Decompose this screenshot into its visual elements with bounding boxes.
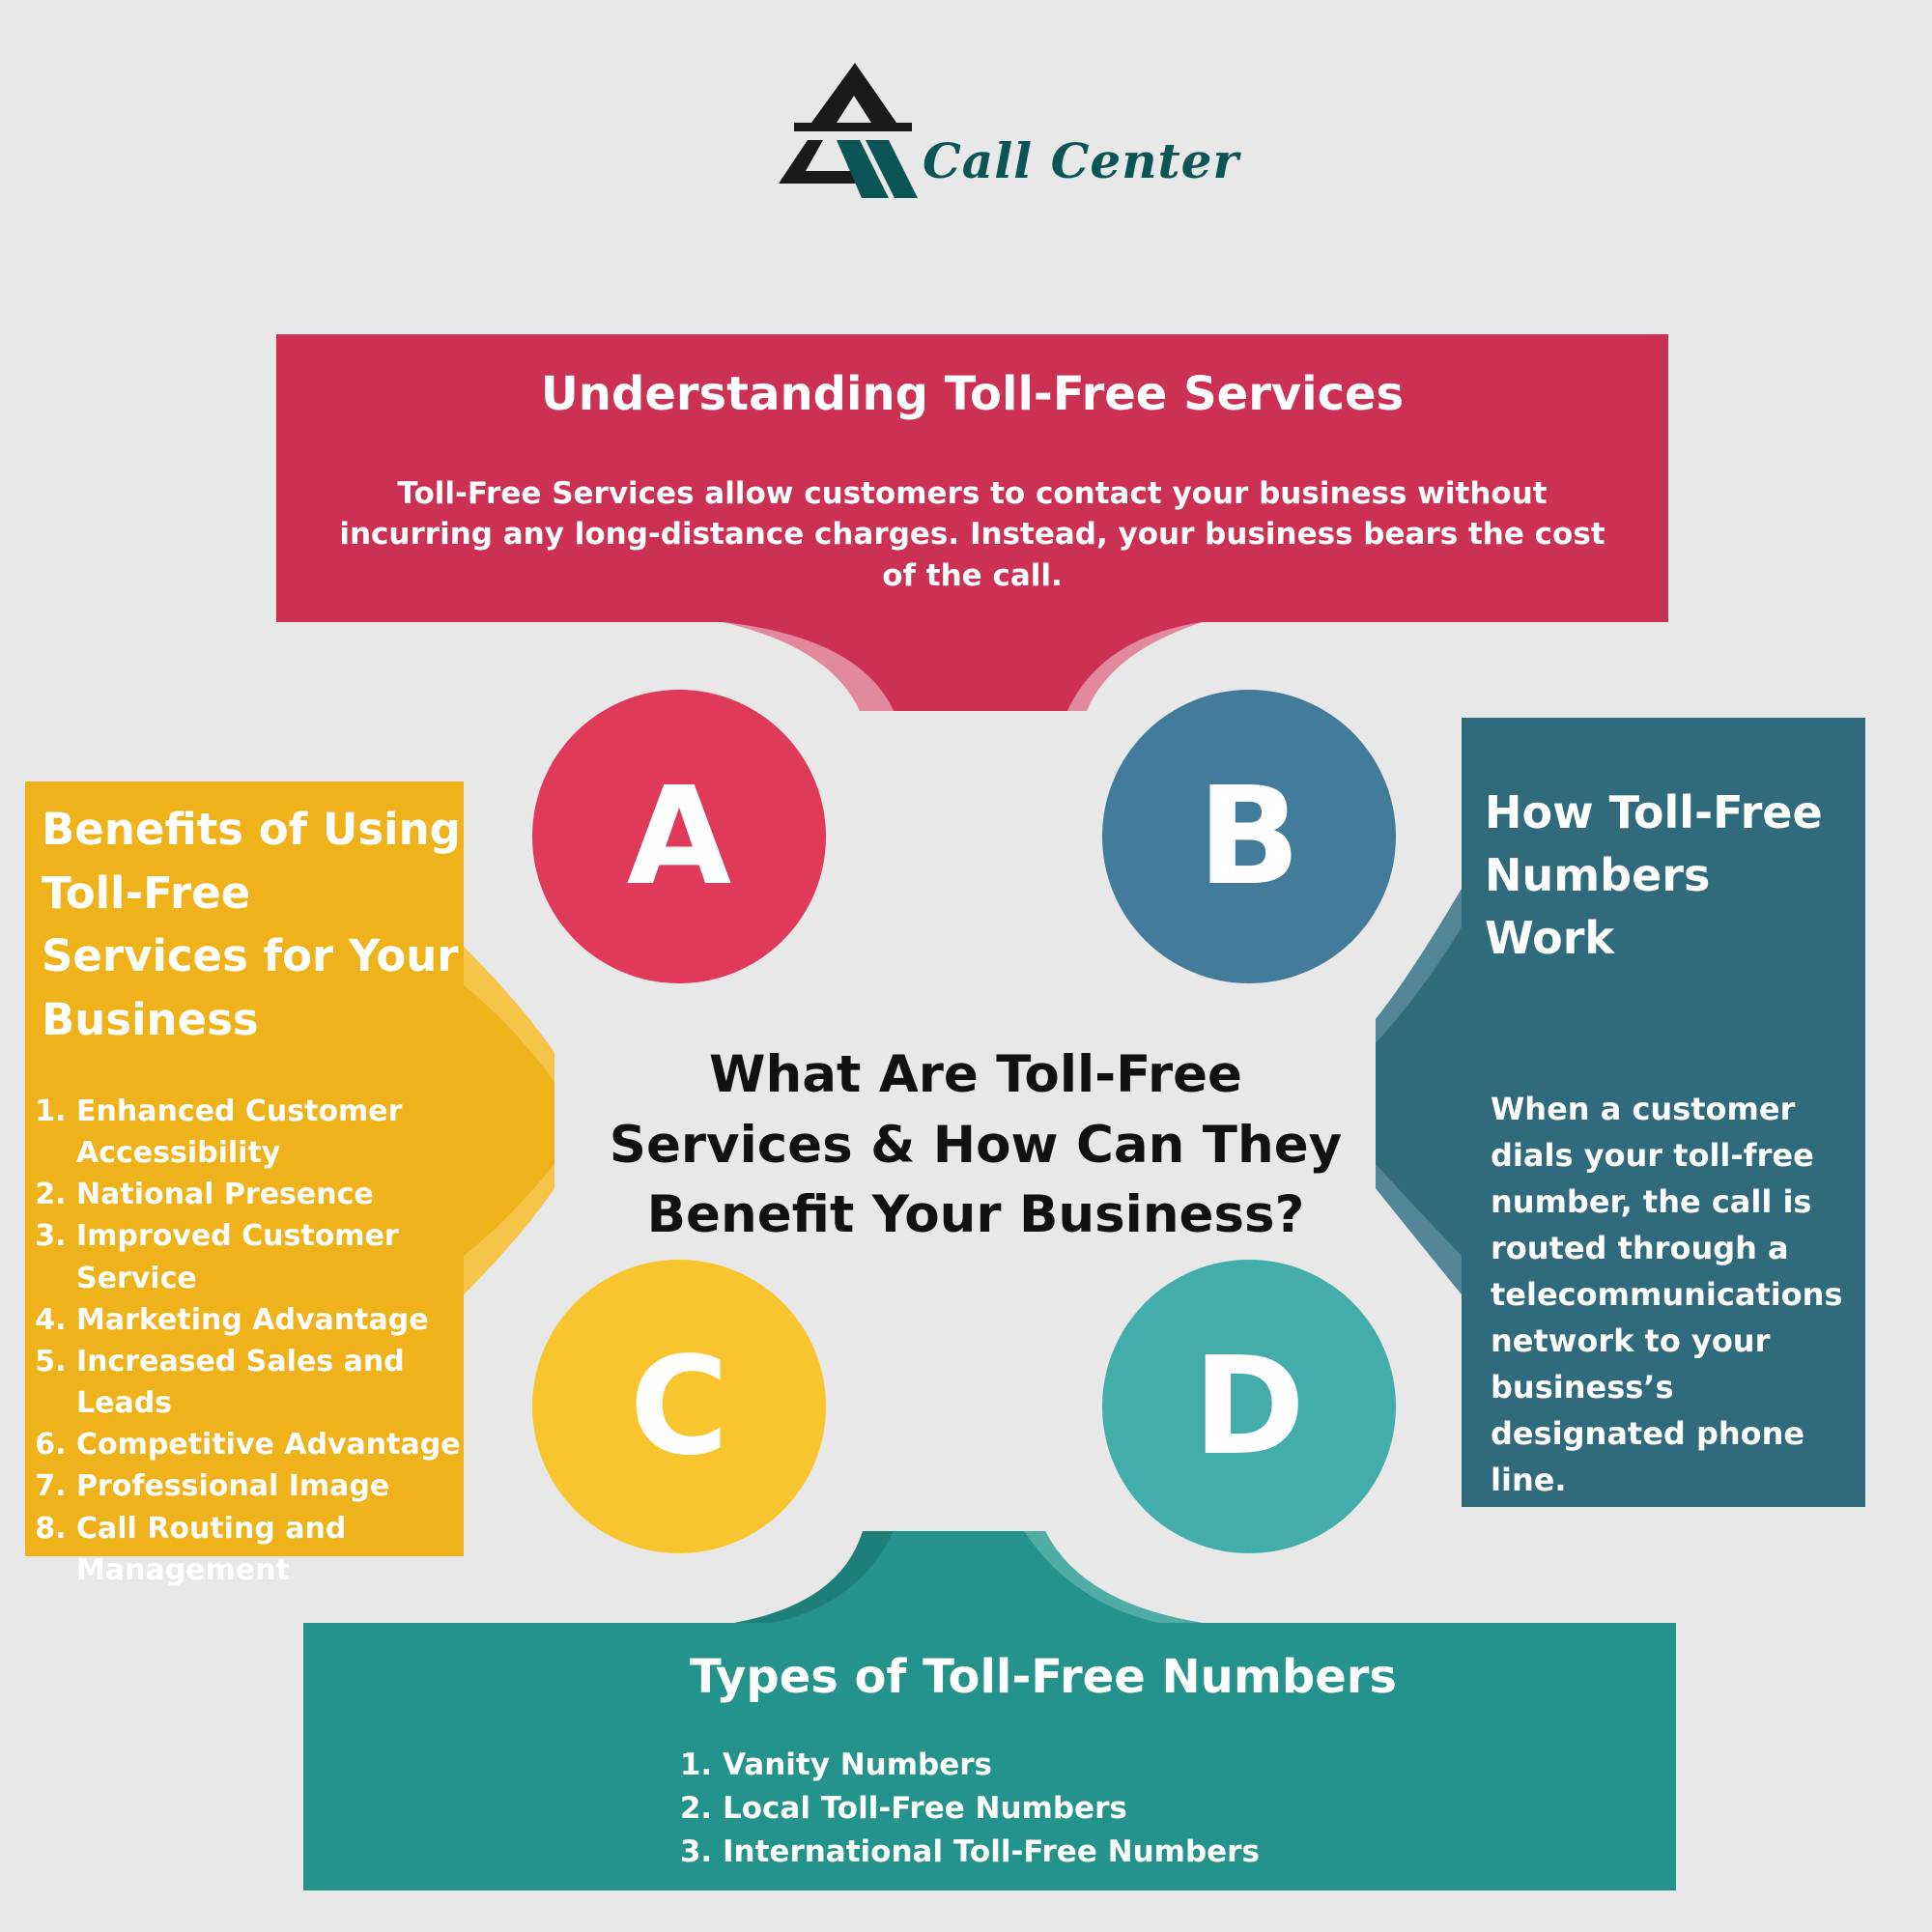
connector-left-sheen-upper [464, 947, 554, 1082]
circle-d: D [1102, 1260, 1396, 1553]
list-item: Local Toll-Free Numbers [723, 1787, 1676, 1831]
list-item: Professional Image [76, 1465, 464, 1507]
logo: Call Center [773, 63, 1238, 208]
list-item: Competitive Advantage [76, 1424, 464, 1465]
connector-left-sheen-lower [464, 1164, 554, 1294]
list-item: National Presence [76, 1174, 464, 1215]
section-benefits: Benefits of Using Toll-Free Services for… [25, 781, 464, 1587]
connector-top-sheen-right [1067, 622, 1203, 711]
list-item: Increased Sales and Leads [76, 1341, 464, 1424]
types-list: Vanity Numbers Local Toll-Free Numbers I… [690, 1744, 1676, 1874]
list-item: International Toll-Free Numbers [723, 1831, 1676, 1874]
section-understanding-text: Toll-Free Services allow customers to co… [339, 475, 1605, 594]
connector-top-sheen-left [723, 622, 894, 711]
list-item: Improved Customer Service [76, 1215, 464, 1298]
section-types-title: Types of Toll-Free Numbers [690, 1650, 1397, 1704]
triangle-a-icon [779, 63, 918, 198]
circle-b: B [1102, 690, 1396, 983]
connector-bottom-sheen-right [1024, 1531, 1203, 1623]
list-item: Enhanced Customer Accessibility [76, 1091, 464, 1174]
section-how-it-works: How Toll-Free Numbers Work When a custom… [1462, 718, 1865, 1507]
connector-right-sheen-lower [1376, 1164, 1462, 1294]
section-how-it-works-title: How Toll-Free Numbers Work [1485, 786, 1823, 964]
list-item: Vanity Numbers [723, 1744, 1676, 1787]
connector-right-sheen-upper [1376, 889, 1462, 1043]
connector-top [723, 622, 1203, 711]
connector-bottom [734, 1531, 1203, 1623]
circle-a: A [532, 690, 826, 983]
center-title: What Are Toll-Free Services & How Can Th… [609, 1045, 1343, 1245]
section-how-it-works-text: When a customer dials your toll-free num… [1491, 1090, 1843, 1498]
section-types: Types of Toll-Free Numbers Vanity Number… [303, 1623, 1676, 1890]
logo-text: Call Center [923, 132, 1239, 189]
connector-bottom-sheen-left [734, 1531, 894, 1623]
list-item: Call Routing and Management [76, 1508, 464, 1591]
section-benefits-title: Benefits of Using Toll-Free Services for… [42, 804, 461, 1046]
list-item: Marketing Advantage [76, 1299, 464, 1341]
section-understanding-title: Understanding Toll-Free Services [540, 367, 1405, 421]
circle-c: C [532, 1260, 826, 1553]
benefits-list: Enhanced Customer Accessibility National… [42, 1091, 464, 1591]
section-understanding: Understanding Toll-Free Services Toll-Fr… [276, 334, 1668, 622]
